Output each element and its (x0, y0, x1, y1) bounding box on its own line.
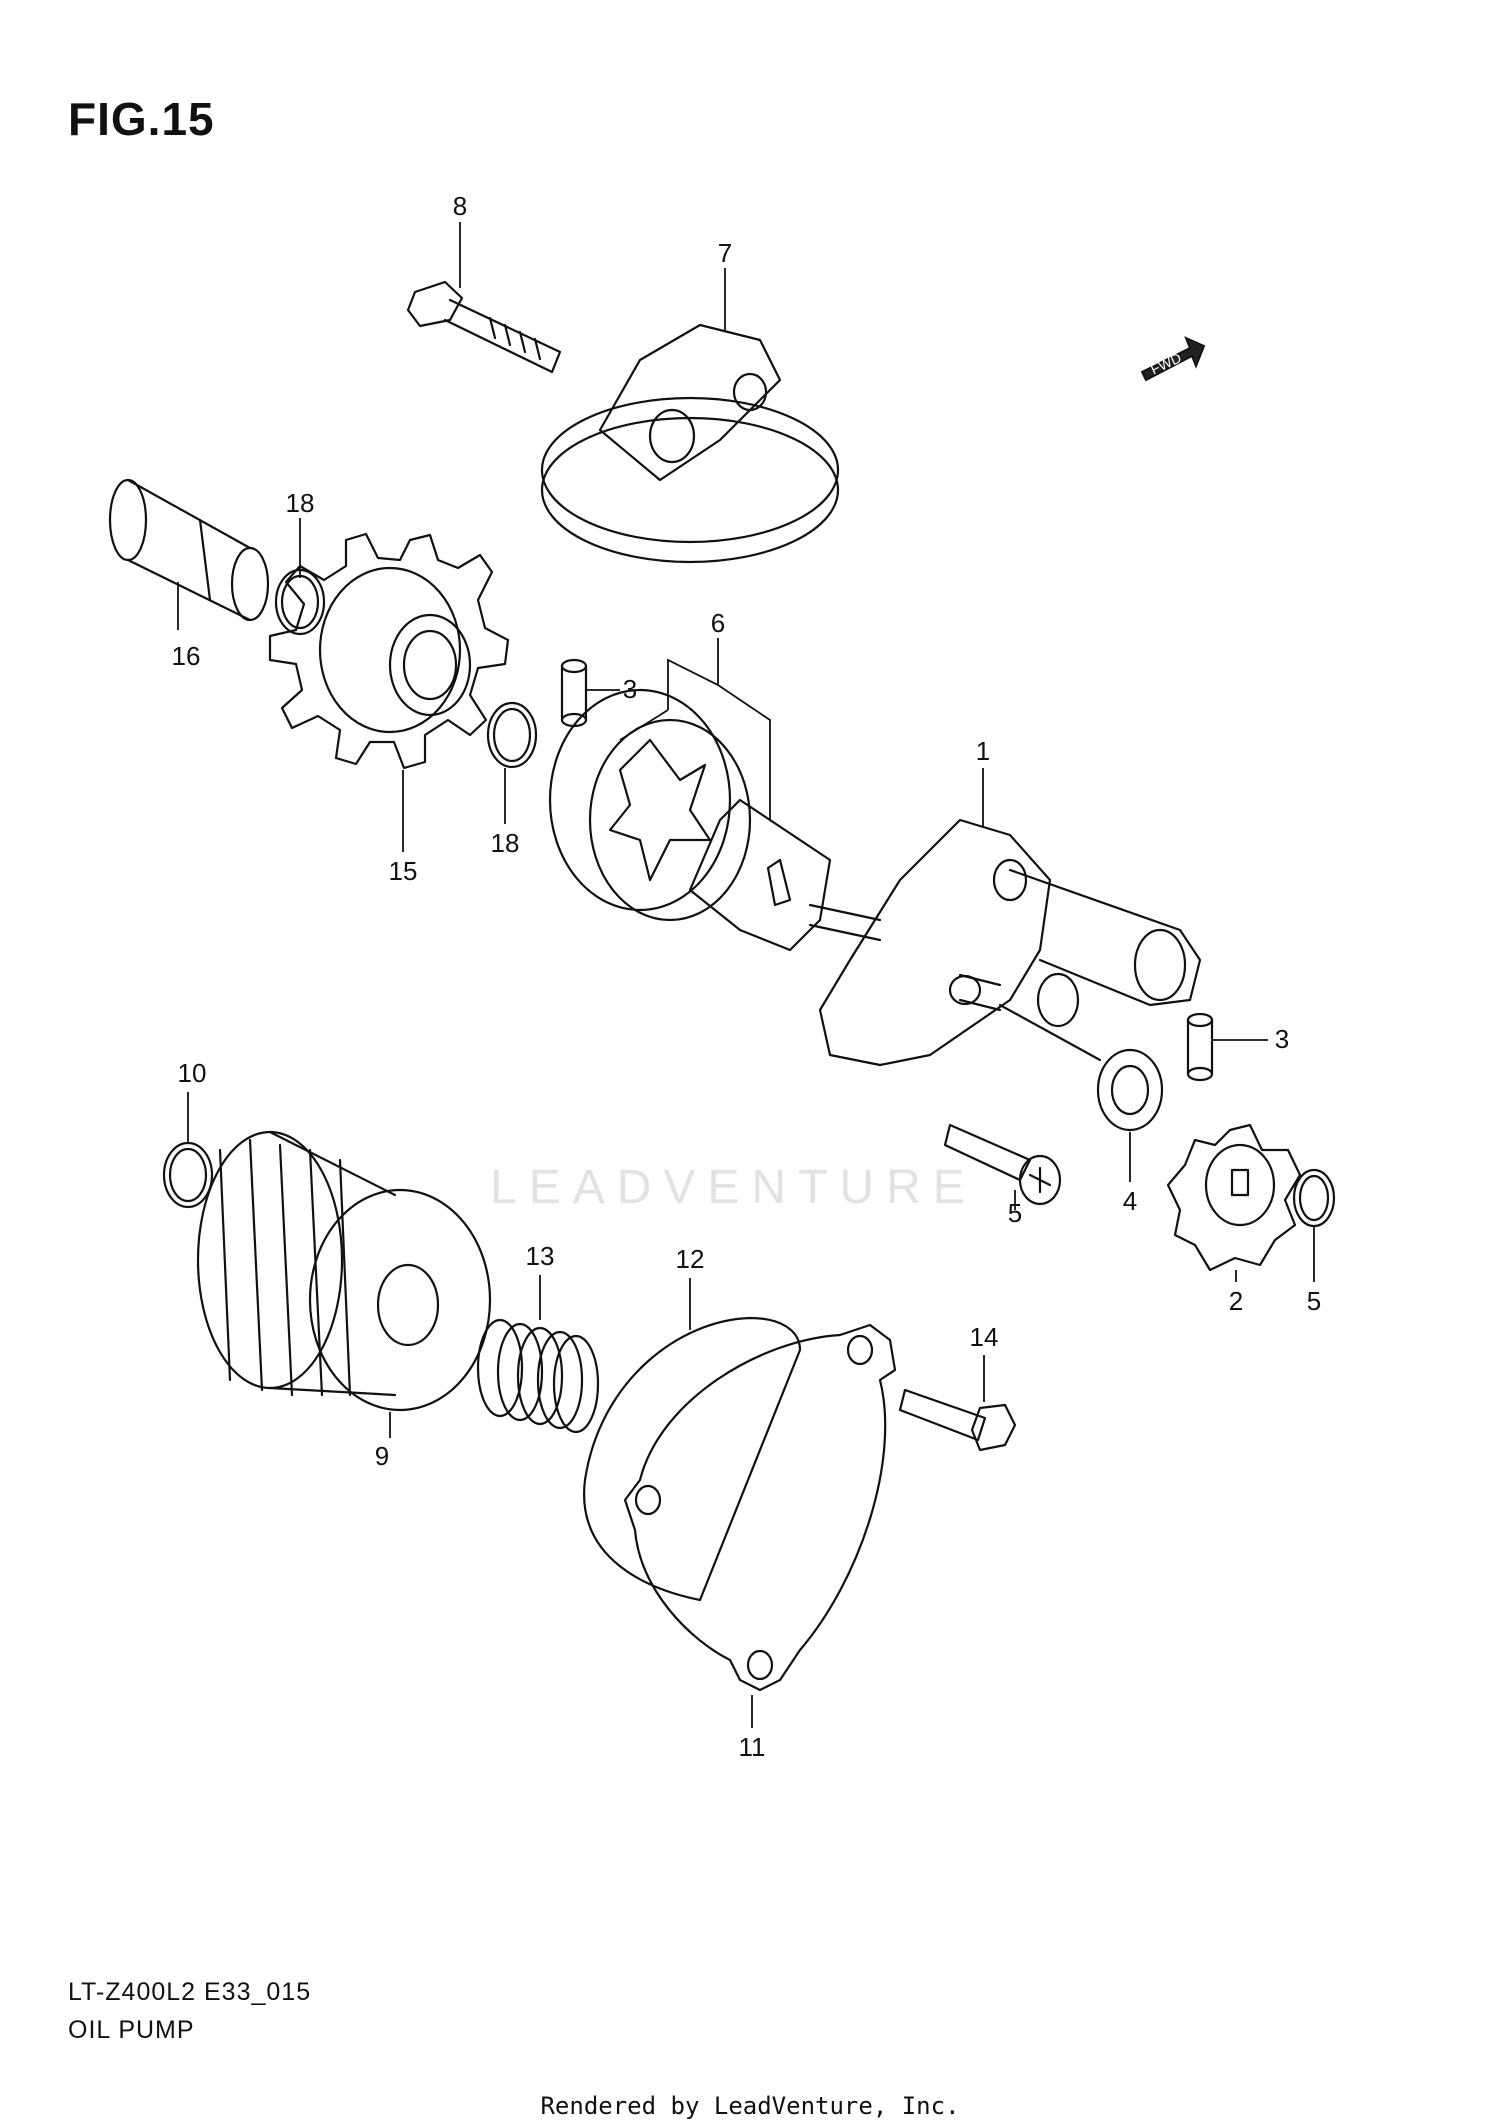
callout-11: 10 (178, 1058, 207, 1088)
callout-3-lower: 3 (1275, 1024, 1289, 1054)
part-18-circlip-lower[interactable] (486, 701, 538, 769)
callout-3-upper: 3 (623, 674, 637, 704)
part-4-washer[interactable] (1096, 1048, 1164, 1132)
callout-18-lower: 18 (491, 828, 520, 858)
part-12-filter-cover[interactable] (623, 1323, 897, 1692)
callout-14: 13 (526, 1241, 555, 1271)
part-6-screw[interactable] (943, 1123, 1062, 1206)
figure-title: FIG.15 (68, 93, 215, 145)
callout-2: 2 (1229, 1286, 1243, 1316)
part-1-pump-body[interactable] (808, 818, 1202, 1067)
part-7-outer-rotor[interactable] (548, 688, 752, 922)
part-18-circlip-upper[interactable] (274, 568, 326, 636)
fwd-label: FWD (1148, 349, 1184, 377)
part-3-pin-lower[interactable] (1186, 1012, 1214, 1082)
callout-labels: 8 7 18 16 15 18 3 6 1 3 4 5 2 5 10 9 13 … (172, 191, 1322, 1762)
part-13-gasket[interactable] (583, 1316, 802, 1602)
rendered-by-credit: Rendered by LeadVenture, Inc. (540, 2092, 960, 2120)
callout-6: 5 (1008, 1198, 1022, 1228)
callout-15: 14 (970, 1322, 999, 1352)
part-15-bolt[interactable] (898, 1388, 1017, 1452)
part-7-inner-rotor[interactable] (688, 798, 832, 952)
part-16-large-gear[interactable] (268, 532, 510, 770)
callout-8: 7 (718, 238, 732, 268)
callout-12: 11 (739, 1732, 766, 1762)
part-2-small-gear[interactable] (1166, 1123, 1302, 1272)
callout-17: 16 (172, 641, 201, 671)
part-3-pin-upper[interactable] (560, 658, 588, 728)
part-17-shaft[interactable] (108, 478, 270, 622)
part-14-spring[interactable] (476, 1318, 600, 1434)
callout-16: 15 (389, 856, 418, 886)
callout-5: 5 (1307, 1286, 1321, 1316)
callout-9: 8 (453, 191, 467, 221)
part-10-oil-filter[interactable] (196, 1130, 492, 1412)
callout-13: 12 (676, 1244, 705, 1274)
callout-10: 9 (375, 1441, 389, 1471)
section-name: OIL PUMP (68, 2016, 195, 2044)
model-code: LT-Z400L2 E33_015 (68, 1978, 312, 2006)
callout-7: 6 (711, 608, 725, 638)
callout-4: 4 (1123, 1186, 1137, 1216)
callout-18-upper: 18 (286, 488, 315, 518)
fwd-arrow-icon: FWD (1140, 336, 1206, 382)
watermark-text: LEADVENTURE (490, 1161, 977, 1214)
leader-lines (177, 222, 1315, 1728)
callout-1: 1 (976, 736, 990, 766)
part-5-circlip[interactable] (1292, 1168, 1336, 1228)
part-11-o-ring[interactable] (162, 1141, 214, 1209)
part-8-cap[interactable] (540, 323, 840, 564)
part-9-bolt[interactable] (406, 280, 562, 374)
